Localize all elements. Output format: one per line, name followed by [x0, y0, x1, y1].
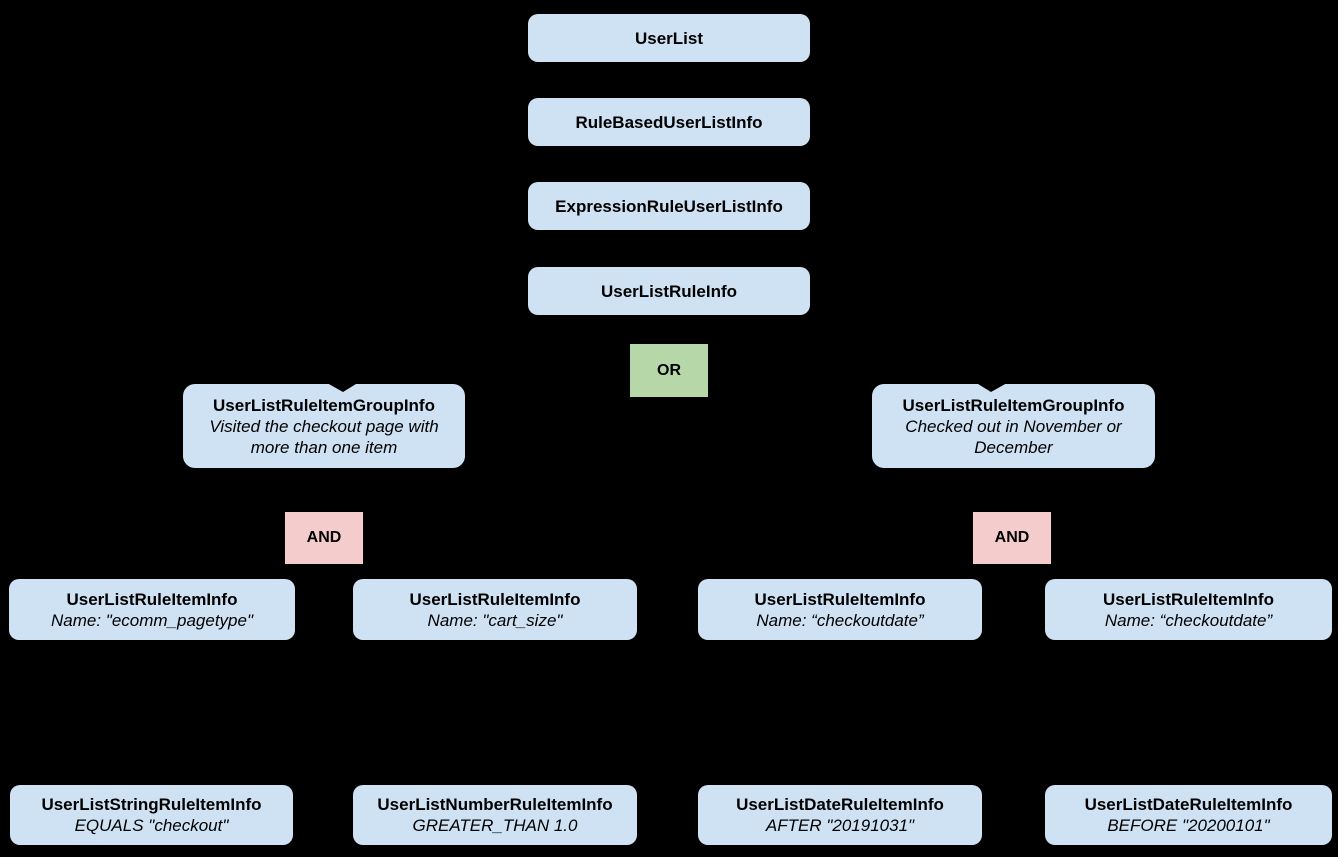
node-rulebaseduserlistinfo: RuleBasedUserListInfo: [528, 98, 810, 146]
node-ruleitemgroup-left-description: Visited the checkout page with more than…: [209, 416, 439, 457]
or-operator-label: OR: [657, 361, 681, 379]
node-ruleitemgroup-left: UserListRuleItemGroupInfo Visited the ch…: [183, 384, 465, 468]
node-ruleitem-checkoutdate-2-name: Name: “checkoutdate”: [1104, 610, 1273, 630]
node-ruleitemgroup-left-title: UserListRuleItemGroupInfo: [213, 395, 435, 415]
node-numberruleitem-title: UserListNumberRuleItemInfo: [377, 795, 613, 814]
node-ruleitemgroup-right-description: Checked out in November or December: [905, 416, 1122, 457]
and-operator-left-box: AND: [285, 512, 363, 564]
node-rulebaseduserlistinfo-label: RuleBasedUserListInfo: [575, 112, 763, 132]
node-expressionruleuserlistinfo: ExpressionRuleUserListInfo: [528, 182, 810, 230]
node-ruleitem-cart-size: UserListRuleItemInfo Name: "cart_size": [353, 579, 637, 640]
node-numberruleitem-value: GREATER_THAN 1.0: [412, 816, 578, 835]
node-ruleitem-ecomm-pagetype: UserListRuleItemInfo Name: "ecomm_pagety…: [9, 579, 295, 640]
node-userlistruleinfo-label: UserListRuleInfo: [600, 281, 738, 301]
node-ruleitem-checkoutdate-1-name: Name: “checkoutdate”: [756, 610, 924, 630]
node-stringruleitem: UserListStringRuleItemInfo EQUALS "check…: [10, 785, 293, 845]
node-dateruleitem-after: UserListDateRuleItemInfo AFTER "20191031…: [698, 785, 982, 845]
node-userlist-label: UserList: [634, 28, 704, 48]
node-userlist: UserList: [528, 14, 810, 62]
node-expressionruleuserlistinfo-label: ExpressionRuleUserListInfo: [555, 196, 783, 216]
node-ruleitem-checkoutdate-1: UserListRuleItemInfo Name: “checkoutdate…: [698, 579, 982, 640]
node-ruleitem-cart-size-title: UserListRuleItemInfo: [409, 589, 581, 609]
node-userlistruleinfo: UserListRuleInfo: [528, 267, 810, 315]
node-stringruleitem-value: EQUALS "checkout": [74, 816, 229, 835]
and-operator-right-box: AND: [973, 512, 1051, 564]
node-ruleitem-checkoutdate-2-title: UserListRuleItemInfo: [1103, 589, 1274, 609]
node-dateruleitem-after-value: AFTER "20191031": [765, 816, 915, 835]
node-ruleitemgroup-right: UserListRuleItemGroupInfo Checked out in…: [872, 384, 1155, 468]
node-ruleitem-ecomm-pagetype-title: UserListRuleItemInfo: [66, 589, 238, 609]
and-operator-left-label: AND: [306, 529, 342, 546]
node-dateruleitem-after-title: UserListDateRuleItemInfo: [736, 795, 944, 814]
node-numberruleitem: UserListNumberRuleItemInfo GREATER_THAN …: [353, 785, 637, 845]
node-ruleitem-cart-size-name: Name: "cart_size": [427, 610, 563, 630]
node-dateruleitem-before-title: UserListDateRuleItemInfo: [1084, 795, 1293, 814]
node-dateruleitem-before: UserListDateRuleItemInfo BEFORE "2020010…: [1045, 785, 1332, 845]
node-dateruleitem-before-value: BEFORE "20200101": [1107, 816, 1270, 835]
node-stringruleitem-title: UserListStringRuleItemInfo: [41, 795, 262, 814]
or-operator-box: OR: [630, 344, 708, 397]
node-ruleitem-checkoutdate-1-title: UserListRuleItemInfo: [754, 589, 926, 609]
node-ruleitem-ecomm-pagetype-name: Name: "ecomm_pagetype": [51, 610, 253, 630]
and-operator-right-label: AND: [994, 529, 1030, 546]
node-ruleitem-checkoutdate-2: UserListRuleItemInfo Name: “checkoutdate…: [1045, 579, 1332, 640]
node-ruleitemgroup-right-title: UserListRuleItemGroupInfo: [902, 395, 1125, 415]
